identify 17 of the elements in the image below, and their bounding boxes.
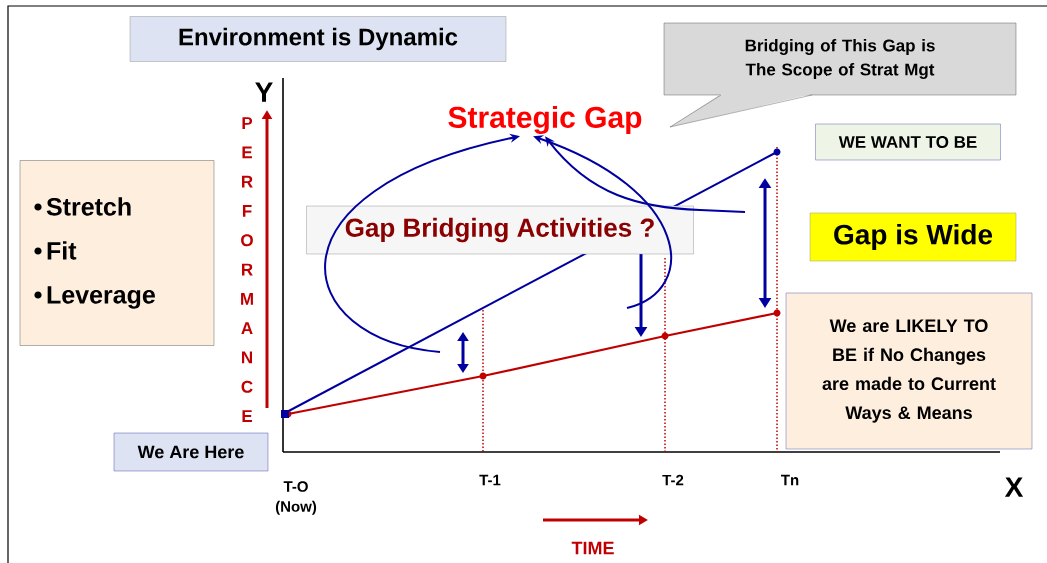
title-box: Environment is Dynamic bbox=[129, 16, 507, 62]
axis-label: Y bbox=[255, 82, 273, 102]
tick-label: T-O (Now) bbox=[275, 481, 317, 515]
axis-label: PERFORMANCE bbox=[241, 117, 253, 422]
highlight-box: Gap is Wide bbox=[809, 212, 1017, 262]
axis-label: X bbox=[1004, 477, 1024, 497]
tick-label: T-2 bbox=[662, 474, 684, 486]
note-box: We are LIKELY TO BE if No Changes are made to Current Ways & Means bbox=[785, 292, 1033, 450]
callout-box: Bridging of This Gap is The Scope of Strat Mgt bbox=[663, 22, 1017, 128]
label-box: WE WANT TO BE bbox=[815, 123, 1001, 161]
bullet-list-box: Stretch Fit Leverage bbox=[19, 160, 215, 346]
tick-label: Tn bbox=[781, 474, 799, 486]
tick-label: T-1 bbox=[479, 474, 501, 486]
axis-label: TIME bbox=[571, 541, 614, 555]
heading-text: Strategic Gap bbox=[448, 105, 642, 135]
label-box: We Are Here bbox=[113, 432, 269, 472]
question-box: Gap Bridging Activities ? bbox=[306, 205, 694, 255]
